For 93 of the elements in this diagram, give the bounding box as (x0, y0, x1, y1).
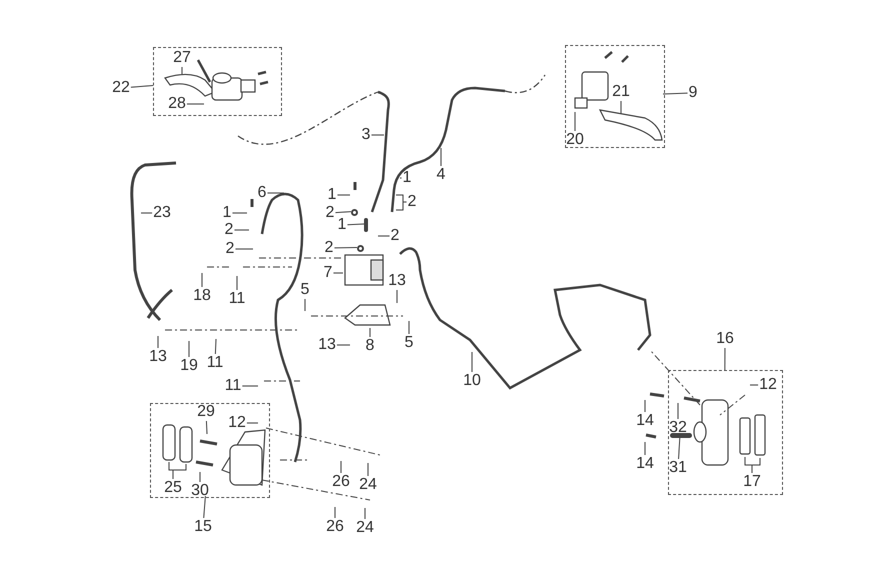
callout-number: 2 (326, 205, 334, 221)
callout-number: 2 (390, 228, 400, 244)
callout-number: 12 (759, 377, 777, 393)
callout-number: 24 (356, 520, 374, 536)
callout-number: 11 (224, 378, 242, 394)
leader-line (662, 92, 688, 94)
leader-line (346, 224, 364, 226)
leader-line (644, 442, 646, 456)
callout-number: 11 (228, 291, 246, 307)
callout-number: 1 (328, 187, 336, 203)
leader-line (364, 508, 366, 520)
washer (357, 245, 364, 252)
leader-line (750, 384, 759, 386)
callout-number: 24 (359, 477, 377, 493)
callout-number: 28 (168, 96, 186, 112)
leader-line (334, 247, 358, 248)
callout-number: 9 (688, 85, 698, 101)
leader-line (214, 338, 216, 354)
callout-number: 15 (194, 519, 212, 535)
callout-number: 22 (112, 80, 130, 96)
leader-line (724, 348, 726, 370)
leader-line (334, 506, 336, 518)
callout-number: 12 (228, 415, 246, 431)
leader-line (340, 460, 342, 474)
callout-number: 32 (669, 420, 687, 436)
leader-line (744, 456, 760, 474)
callout-number: 23 (153, 205, 171, 221)
dashed-group-frame (668, 370, 783, 495)
leader-line (332, 272, 344, 274)
leader-line (408, 320, 410, 334)
pin (670, 433, 692, 438)
leader-line (234, 248, 254, 250)
callout-number: 8 (366, 338, 374, 354)
callout-number: 14 (636, 456, 654, 472)
callout-number: 6 (258, 185, 266, 201)
leader-line (206, 420, 208, 434)
callout-number: 16 (716, 331, 734, 347)
leader-line (678, 436, 680, 460)
callout-number: 17 (743, 474, 761, 490)
callout-number: 26 (332, 474, 350, 490)
leader-line (140, 212, 153, 214)
leader-line (334, 211, 352, 214)
callout-number: 14 (636, 413, 654, 429)
leader-line (644, 400, 646, 412)
dashed-group-frame (565, 45, 665, 148)
callout-number: 27 (173, 50, 191, 66)
leader-line (440, 148, 442, 166)
leader-line (574, 112, 576, 132)
callout-number: 3 (362, 127, 370, 143)
pin (364, 218, 368, 232)
dashed-group-frame (153, 47, 282, 116)
leader-line (232, 212, 248, 214)
leader-line (396, 290, 398, 304)
callout-number: 1 (222, 205, 232, 221)
callout-number: 11 (206, 355, 224, 371)
leader-line (304, 298, 306, 312)
callout-number: 1 (402, 170, 412, 186)
leader-line (246, 422, 258, 424)
callout-number: 10 (463, 373, 481, 389)
washer (351, 209, 358, 216)
callout-number: 2 (324, 240, 334, 256)
callout-number: 5 (300, 282, 310, 298)
callout-number: 18 (193, 288, 211, 304)
callout-number: 21 (612, 84, 630, 100)
callout-number: 30 (191, 483, 209, 499)
callout-number: 4 (436, 167, 446, 183)
leader-line (130, 84, 154, 88)
callout-number: 26 (326, 519, 344, 535)
callout-number: 19 (180, 358, 198, 374)
leader-line (370, 134, 384, 136)
callout-number: 20 (566, 132, 584, 148)
leader-line (203, 496, 206, 518)
callout-number: 13 (149, 349, 167, 365)
leader-line (236, 276, 238, 290)
callout-number: 5 (404, 335, 414, 351)
leader-line (620, 100, 622, 114)
leader-line (188, 340, 190, 358)
callout-number: 7 (324, 265, 332, 281)
callout-number: 1 (338, 217, 346, 233)
callout-number: 29 (197, 404, 215, 420)
callout-number: 25 (164, 480, 182, 496)
leader-line (336, 194, 350, 196)
callout-number: 2 (226, 241, 234, 257)
leader-line (168, 462, 186, 480)
callout-number: 2 (408, 194, 416, 210)
callout-number: 13 (388, 273, 406, 289)
dashed-group-frame (150, 403, 270, 498)
callout-number: 13 (318, 337, 336, 353)
callout-number: 31 (669, 460, 687, 476)
leader-line (266, 192, 284, 194)
leader-line (396, 194, 408, 210)
leader-line (336, 344, 350, 346)
callout-number: 2 (224, 222, 234, 238)
